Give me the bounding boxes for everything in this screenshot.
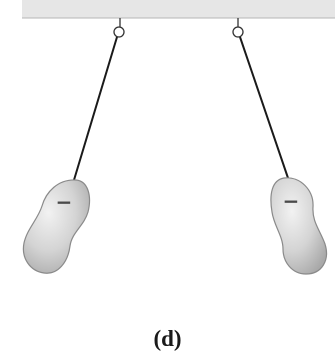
panel-label: (d) [153,326,182,351]
right-string [239,36,289,179]
right-charge-sign: − [283,189,300,213]
right-charged-object [270,177,327,275]
left-charge-sign: − [56,190,73,214]
right-pivot-ring [232,26,244,38]
right-pendulum: − [232,18,327,275]
left-pendulum: − [22,18,125,274]
left-charged-object [22,179,91,274]
left-string [73,36,118,181]
ceiling-support [22,0,335,18]
left-pivot-ring [113,26,125,38]
